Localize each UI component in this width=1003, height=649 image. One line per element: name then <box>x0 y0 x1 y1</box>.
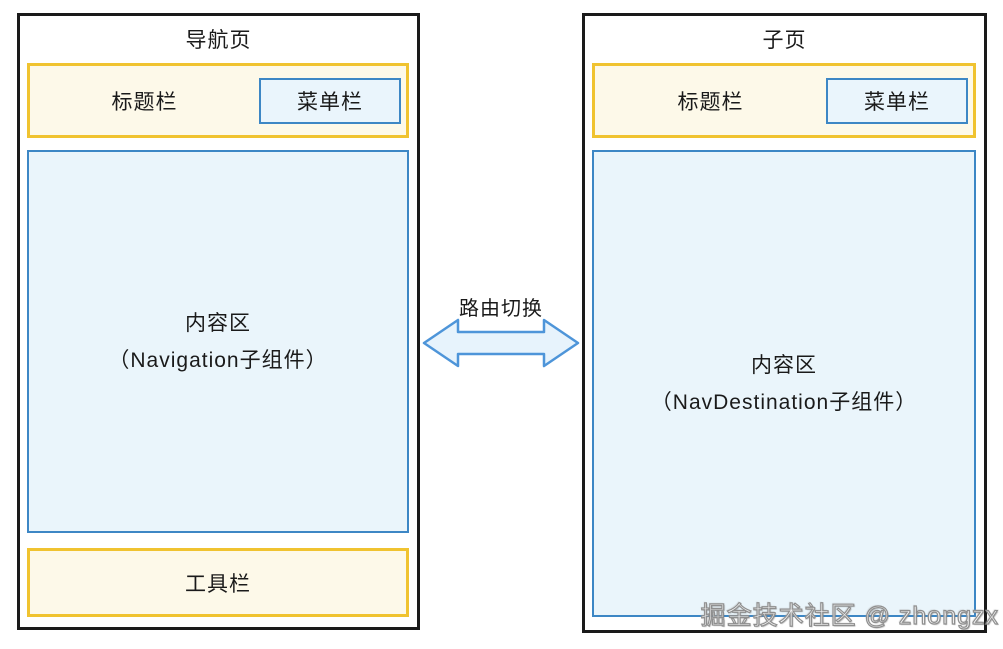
sub-title-bar: 标题栏 菜单栏 <box>592 63 976 138</box>
watermark: 掘金技术社区 @ zhongzx <box>700 601 999 630</box>
route-switch-label: 路由切换 <box>459 298 543 320</box>
sub-page-title: 子页 <box>762 29 807 52</box>
nav-menu-bar: 菜单栏 <box>259 77 401 124</box>
sub-content-area: 内容区 （NavDestination子组件） <box>592 150 976 617</box>
sub-content-line-1: 内容区 <box>751 353 817 377</box>
sub-menu-bar: 菜单栏 <box>826 77 968 124</box>
nav-content-line-1: 内容区 <box>185 311 251 335</box>
nav-content-line-2: （Navigation子组件） <box>108 348 328 372</box>
nav-title-bar: 标题栏 菜单栏 <box>27 63 409 138</box>
nav-page-panel: 导航页 标题栏 菜单栏 内容区 （Navigation子组件） 工具栏 <box>17 13 420 630</box>
double-arrow-icon <box>422 318 580 368</box>
sub-title-bar-label: 标题栏 <box>677 90 744 114</box>
nav-title-bar-label: 标题栏 <box>111 90 178 114</box>
sub-page-panel: 子页 标题栏 菜单栏 内容区 （NavDestination子组件） <box>582 13 987 633</box>
nav-toolbar: 工具栏 <box>27 548 409 617</box>
sub-content-line-2: （NavDestination子组件） <box>650 390 918 414</box>
nav-content-area: 内容区 （Navigation子组件） <box>27 150 409 533</box>
nav-page-title: 导航页 <box>185 29 252 52</box>
